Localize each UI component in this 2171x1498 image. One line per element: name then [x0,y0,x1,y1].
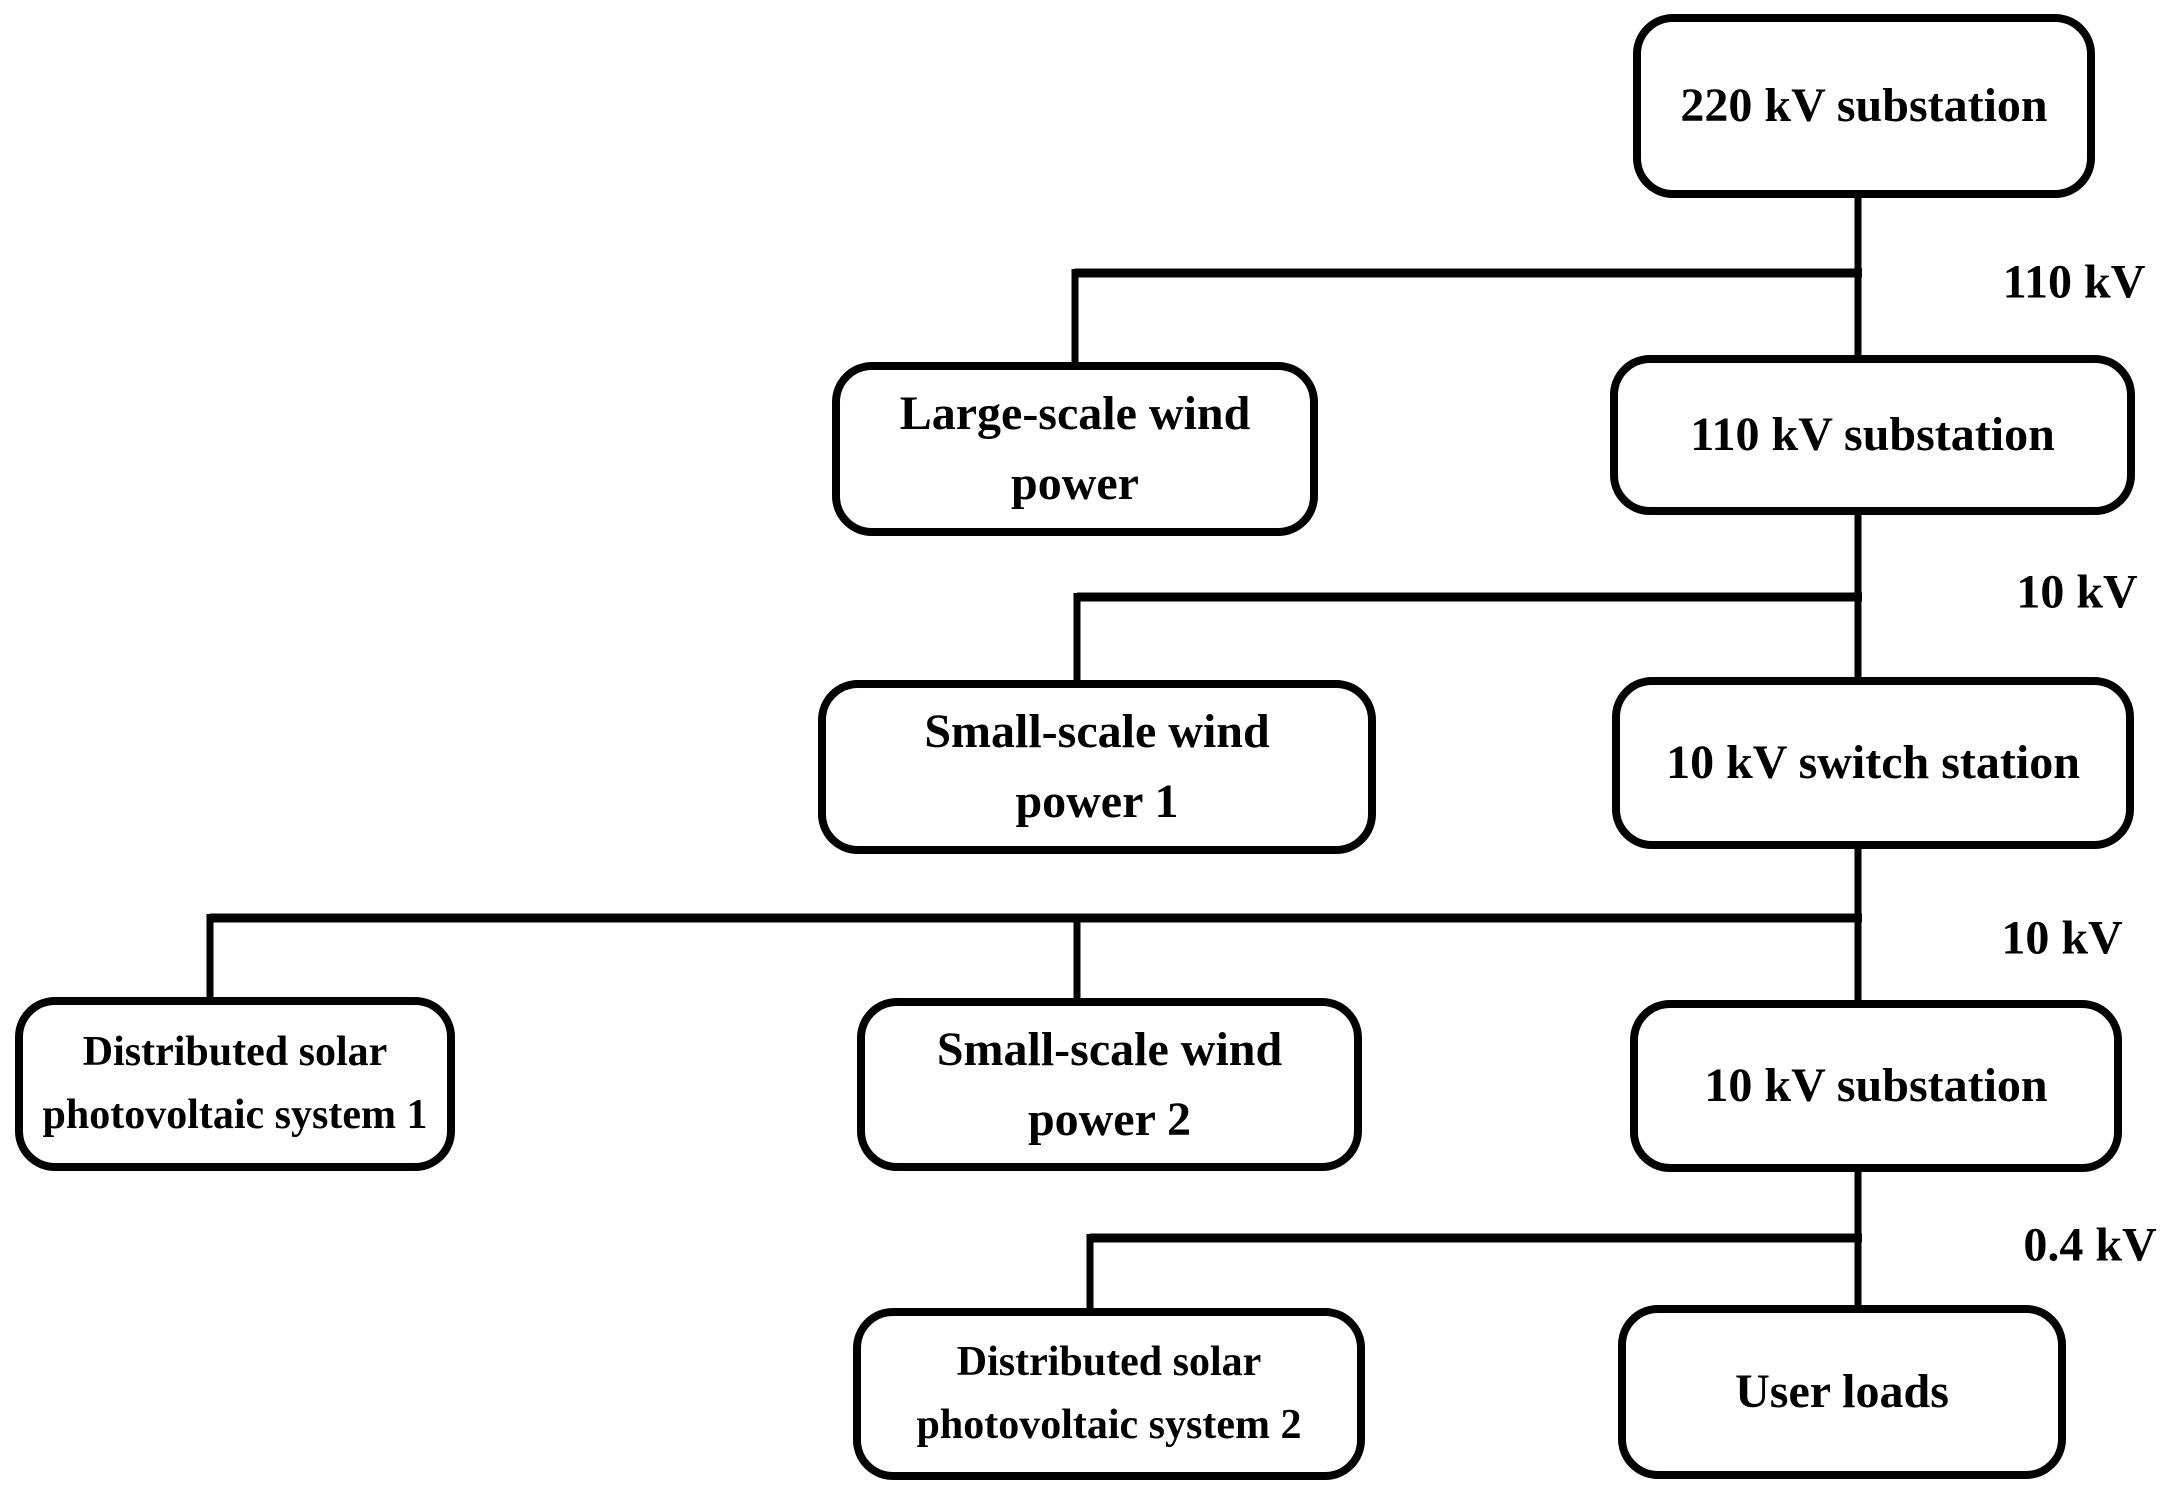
node-label-line2: photovoltaic system 1 [42,1092,428,1138]
node-distributed-solar-pv-1: Distributed solar photovoltaic system 1 [15,997,455,1171]
node-label-line1: Distributed solar [82,1029,388,1075]
node-10kv-switch-station: 10 kV switch station [1612,677,2134,849]
node-large-scale-wind-power: Large-scale wind power [832,362,1318,536]
node-label: 10 kV substation [1704,1059,2048,1113]
voltage-label-10kv-upper: 10 kV [2016,565,2138,619]
node-220kv-substation: 220 kV substation [1633,14,2095,198]
node-small-scale-wind-power-1: Small-scale wind power 1 [818,680,1376,854]
node-label-line1: Distributed solar [956,1339,1262,1385]
node-label-line1: Small-scale wind [924,705,1270,759]
node-label: 110 kV substation [1690,408,2055,462]
node-label-line1: Small-scale wind [936,1022,1283,1076]
node-label-line2: power 2 [1027,1092,1192,1146]
node-label-line2: photovoltaic system 2 [916,1402,1302,1448]
voltage-label-10kv-lower: 10 kV [2001,911,2123,965]
node-label: 10 kV switch station [1666,736,2080,790]
node-label-line2: power 1 [1015,775,1179,828]
node-label-line2: power [1011,457,1139,510]
node-small-scale-wind-power-2: Small-scale wind power 2 [857,998,1362,1171]
voltage-label-110kv: 110 kV [2002,255,2146,309]
node-110kv-substation: 110 kV substation [1610,355,2135,515]
node-label: 220 kV substation [1680,79,2048,133]
node-label: User loads [1735,1365,1949,1419]
voltage-label-04kv: 0.4 kV [2023,1218,2157,1272]
node-10kv-substation: 10 kV substation [1630,1000,2122,1172]
node-distributed-solar-pv-2: Distributed solar photovoltaic system 2 [853,1308,1365,1480]
node-label-line1: Large-scale wind [899,387,1251,441]
node-user-loads: User loads [1618,1305,2066,1479]
